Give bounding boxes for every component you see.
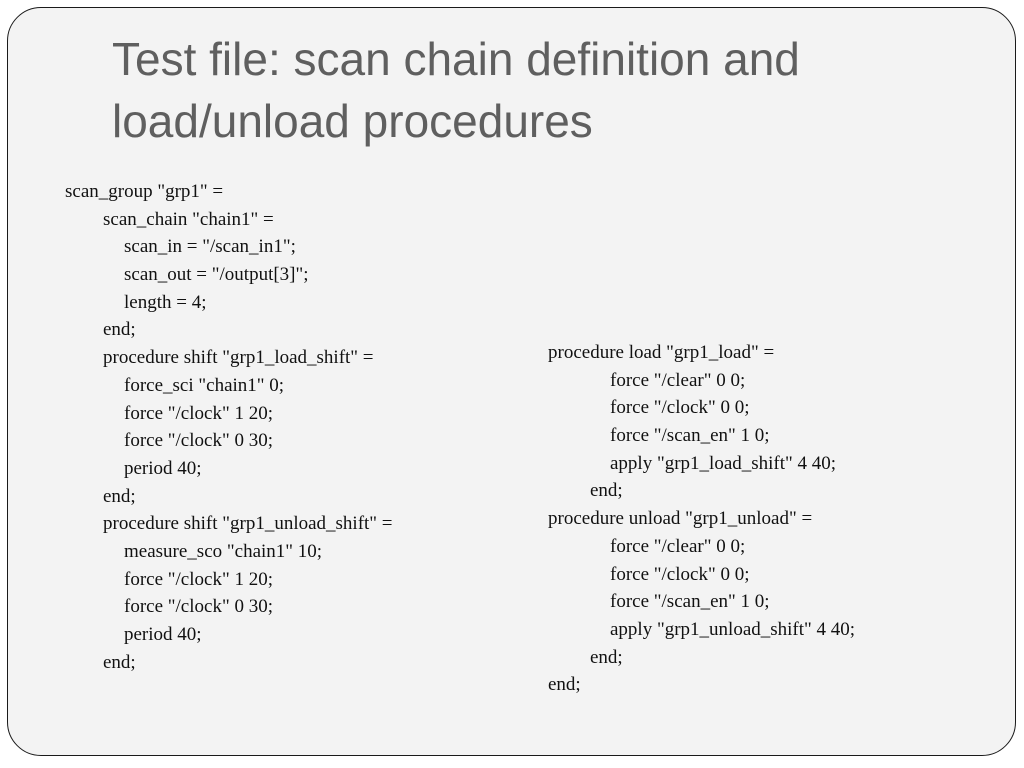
code-line: period 40; <box>124 624 202 645</box>
code-line: scan_out = "/output[3]"; <box>124 264 309 286</box>
code-line: force "/scan_en" 1 0; <box>610 591 770 613</box>
code-line: period 40; <box>124 457 202 479</box>
code-line: procedure shift "grp1_load_shift" = <box>103 347 374 369</box>
code-line: procedure load "grp1_load" = <box>548 342 775 363</box>
code-line: procedure unload "grp1_unload" = <box>548 508 813 530</box>
code-line: scan_chain "chain1" = <box>103 208 274 230</box>
code-line: end; <box>103 651 136 673</box>
title-line: load/unload procedures <box>112 95 593 147</box>
code-line: force "/clock" 1 20; <box>124 402 273 424</box>
code-line: procedure shift "grp1_unload_shift" = <box>103 513 393 535</box>
code-line: force "/clock" 0 0; <box>610 563 750 585</box>
code-line: force "/clock" 0 0; <box>610 397 750 419</box>
slide-frame <box>7 7 1016 756</box>
code-line: measure_sco "chain1" 10; <box>124 540 323 562</box>
code-line: scan_group "grp1" = <box>65 181 224 202</box>
code-line: force_sci "chain1" 0; <box>124 374 285 396</box>
code-line: force "/clock" 1 20; <box>124 568 273 590</box>
code-line: force "/scan_en" 1 0; <box>610 425 770 447</box>
code-line: force "/clock" 0 30; <box>124 596 273 618</box>
code-line: end; <box>103 319 136 341</box>
slide-title: Test file: scan chain definition and loa… <box>112 28 972 152</box>
code-line: end; <box>590 646 623 668</box>
code-line: force "/clear" 0 0; <box>610 535 746 557</box>
code-line: end; <box>103 485 136 507</box>
code-line: force "/clock" 0 30; <box>124 430 273 452</box>
code-line: scan_in = "/scan_in1"; <box>124 236 296 258</box>
load-unload-procedures-block: procedure load "grp1_load" = force "/clea… <box>548 339 855 699</box>
title-line: Test file: scan chain definition and <box>112 33 800 85</box>
scan-group-definition-block: scan_group "grp1" = scan_chain "chain1" =… <box>65 178 393 676</box>
code-line: length = 4; <box>124 291 207 313</box>
code-line: apply "grp1_unload_shift" 4 40; <box>610 618 856 640</box>
code-line: end; <box>590 480 623 502</box>
code-line: apply "grp1_load_shift" 4 40; <box>610 452 837 474</box>
code-line: end; <box>548 674 581 696</box>
code-line: force "/clear" 0 0; <box>610 369 746 391</box>
